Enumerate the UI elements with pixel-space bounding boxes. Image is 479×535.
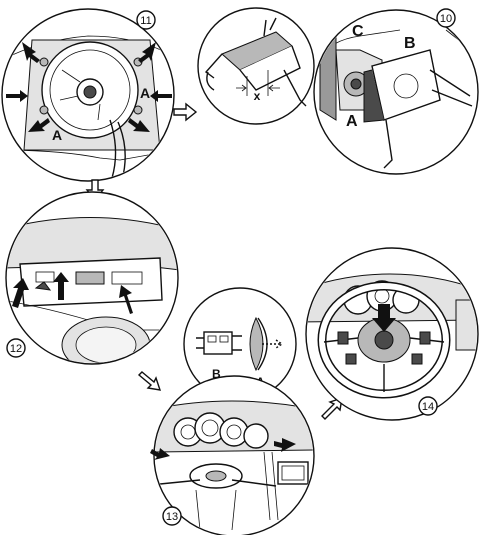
detail-connector-label-b: B [212, 367, 221, 381]
step-13-panel: 13 [150, 375, 315, 535]
step-10-panel: C B A 10 [313, 8, 479, 175]
step-11-number: 11 [140, 15, 151, 27]
step-12-badge [6, 338, 26, 358]
step-10-label-c: C [352, 23, 364, 40]
step-10-number: 10 [440, 13, 452, 25]
step-13-number: 13 [166, 511, 178, 523]
detail-connector-panel: B A [183, 287, 297, 401]
step-11-badge [136, 10, 156, 30]
step-11-panel: A A 11 [1, 8, 175, 182]
step-10-badge [436, 8, 456, 28]
step-10-label-a: A [346, 113, 358, 130]
step-10-label-b: B [404, 35, 416, 52]
detail-switch-dimension: x [254, 89, 261, 103]
step-12-number: 12 [10, 343, 22, 355]
step-14-panel: 14 [305, 247, 479, 421]
detail-switch-panel: x [197, 7, 315, 125]
arrow-12-to-13 [137, 371, 162, 391]
step-14-number: 14 [422, 401, 434, 413]
step-14-badge [418, 396, 438, 416]
step-13-badge [162, 506, 182, 526]
arrow-10-to-11 [173, 102, 198, 122]
step-11-label-a1: A [140, 85, 150, 101]
step-12-panel: 12 [5, 191, 179, 365]
step-11-label-a2: A [52, 127, 62, 143]
